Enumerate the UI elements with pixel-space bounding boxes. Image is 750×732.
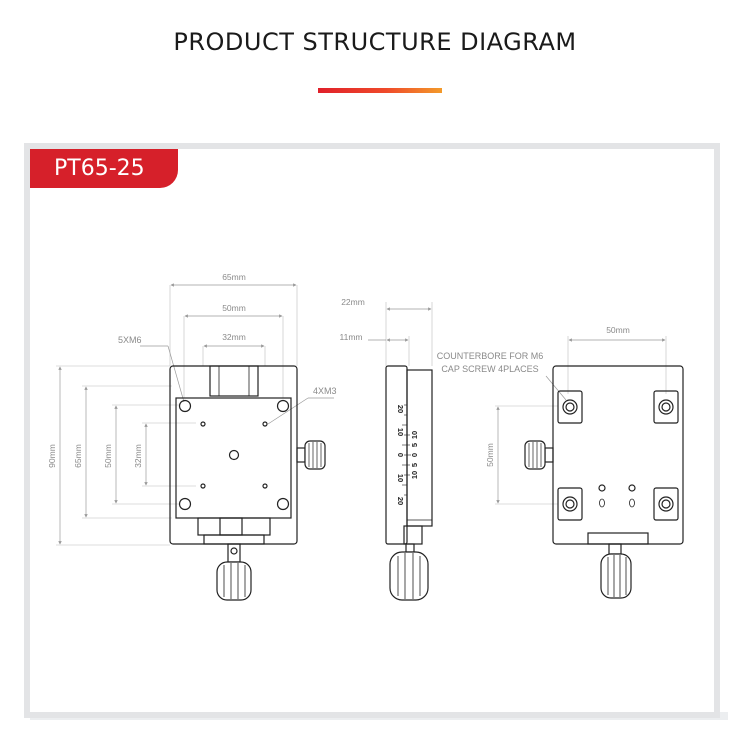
dim-11mm: 11mm bbox=[340, 332, 363, 342]
side-scale-labels: 20 10 0 10 20 bbox=[396, 405, 405, 505]
front-view bbox=[56, 283, 334, 601]
counterbore-note-line2: CAP SCREW 4PLACES bbox=[441, 364, 538, 374]
center-hole bbox=[228, 449, 240, 461]
counterbore-note-line1: COUNTERBORE FOR M6 bbox=[437, 351, 544, 361]
scale-label: 10 bbox=[410, 431, 419, 439]
page-title: PRODUCT STRUCTURE DIAGRAM bbox=[173, 28, 577, 56]
diagram-frame bbox=[24, 143, 720, 718]
scale-label: 10 bbox=[410, 471, 419, 479]
m3-hole bbox=[262, 421, 268, 427]
scale-label: 20 bbox=[396, 497, 405, 505]
dim-50mm-width: 50mm bbox=[222, 303, 246, 313]
m3-hole bbox=[200, 483, 206, 489]
dim-32mm-height: 32mm bbox=[133, 444, 143, 468]
side-view bbox=[368, 302, 433, 601]
front-extension-lines bbox=[56, 285, 298, 546]
m3-hole bbox=[200, 421, 206, 427]
scale-label: 20 bbox=[396, 405, 405, 413]
front-carriage bbox=[175, 397, 292, 519]
dim-65mm-width: 65mm bbox=[222, 272, 246, 282]
model-tag: PT65-25 bbox=[30, 149, 178, 188]
mount-hole bbox=[178, 399, 192, 413]
scale-label: 10 bbox=[396, 428, 405, 436]
title-accent-bar bbox=[318, 88, 442, 93]
scale-label: 0 bbox=[396, 453, 405, 457]
scale-label: 0 bbox=[410, 453, 419, 457]
scale-label: 5 bbox=[410, 463, 419, 467]
dim-50mm-height: 50mm bbox=[103, 444, 113, 468]
dim-65mm-height: 65mm bbox=[73, 444, 83, 468]
callout-4xm3: 4XM3 bbox=[313, 386, 337, 396]
side-scale-labels-fine: 10 5 0 5 10 bbox=[410, 431, 419, 479]
front-body bbox=[169, 365, 298, 545]
callout-5xm6: 5XM6 bbox=[118, 335, 142, 345]
dim-50mm-bottom-height: 50mm bbox=[485, 443, 495, 467]
mount-hole bbox=[178, 497, 192, 511]
mount-hole bbox=[276, 497, 290, 511]
dim-22mm: 22mm bbox=[341, 297, 365, 307]
dim-90mm-height: 90mm bbox=[47, 444, 57, 468]
scale-label: 10 bbox=[396, 474, 405, 482]
front-dimension-lines bbox=[58, 283, 334, 545]
scale-label: 5 bbox=[410, 443, 419, 447]
bottom-view bbox=[495, 336, 684, 599]
mount-hole bbox=[276, 399, 290, 413]
side-scale-ticks bbox=[402, 404, 411, 496]
dim-32mm-width: 32mm bbox=[222, 332, 246, 342]
bottom-body bbox=[552, 365, 684, 545]
m3-hole bbox=[262, 483, 268, 489]
model-label: PT65-25 bbox=[54, 156, 145, 181]
front-top-slot bbox=[209, 365, 259, 397]
dim-50mm-bottom-width: 50mm bbox=[606, 325, 630, 335]
